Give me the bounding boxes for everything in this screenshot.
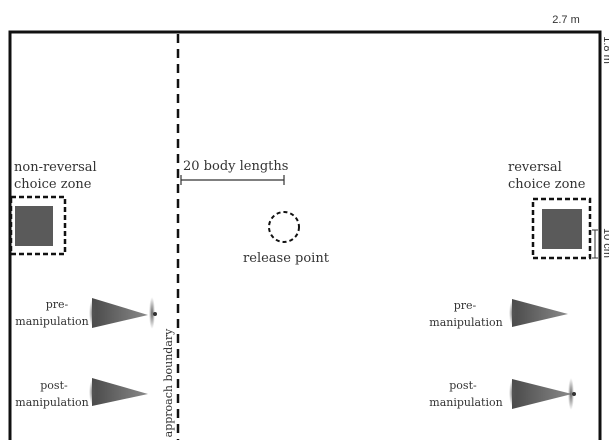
arena-height-label: 1.8 m: [601, 36, 609, 64]
right-pre-fish-blur: [509, 300, 517, 326]
approach-boundary-label: approach boundary: [162, 328, 175, 438]
left-pre-fish-blur: [89, 299, 97, 327]
left-zone-label-line2: choice zone: [14, 177, 92, 192]
left-pre-screen-blur: [149, 297, 155, 329]
right-post-screen-blur: [568, 378, 574, 410]
right-post-target-dot: [572, 392, 576, 396]
left-post-fish: [92, 378, 148, 406]
left-pre-label-line1: pre-: [46, 298, 69, 311]
right-choice-zone-fill: [542, 209, 582, 249]
arena-border: [8, 30, 602, 444]
release-point-label: release point: [243, 251, 330, 266]
right-post-label-line1: post-: [449, 379, 477, 392]
left-post-label-line2: manipulation: [15, 396, 88, 409]
zone-size-label: 10 cm: [601, 228, 609, 258]
body-lengths-label: 20 body lengths: [183, 159, 288, 174]
release-point-circle: [268, 211, 300, 243]
left-pre-fish: [92, 298, 148, 328]
right-pre-label-line2: manipulation: [429, 316, 502, 329]
left-pre-target-dot: [153, 312, 157, 316]
left-post-label-line1: post-: [40, 379, 68, 392]
left-pre-label-line2: manipulation: [15, 315, 88, 328]
right-post-fish-blur: [509, 379, 517, 407]
right-pre-label-line1: pre-: [454, 299, 477, 312]
left-post-fish-blur: [89, 379, 97, 405]
left-zone-label-line1: non-reversal: [14, 160, 97, 175]
left-choice-zone-outline: [9, 195, 67, 256]
right-post-label-line2: manipulation: [429, 396, 502, 409]
right-post-fish: [512, 379, 572, 409]
right-zone-label-line1: reversal: [508, 160, 562, 175]
arena-width-label: 2.7 m: [552, 14, 580, 26]
left-choice-zone-fill: [15, 206, 53, 246]
right-choice-zone-outline: [531, 197, 592, 260]
right-zone-label-line2: choice zone: [508, 177, 586, 192]
right-pre-fish: [512, 299, 568, 327]
